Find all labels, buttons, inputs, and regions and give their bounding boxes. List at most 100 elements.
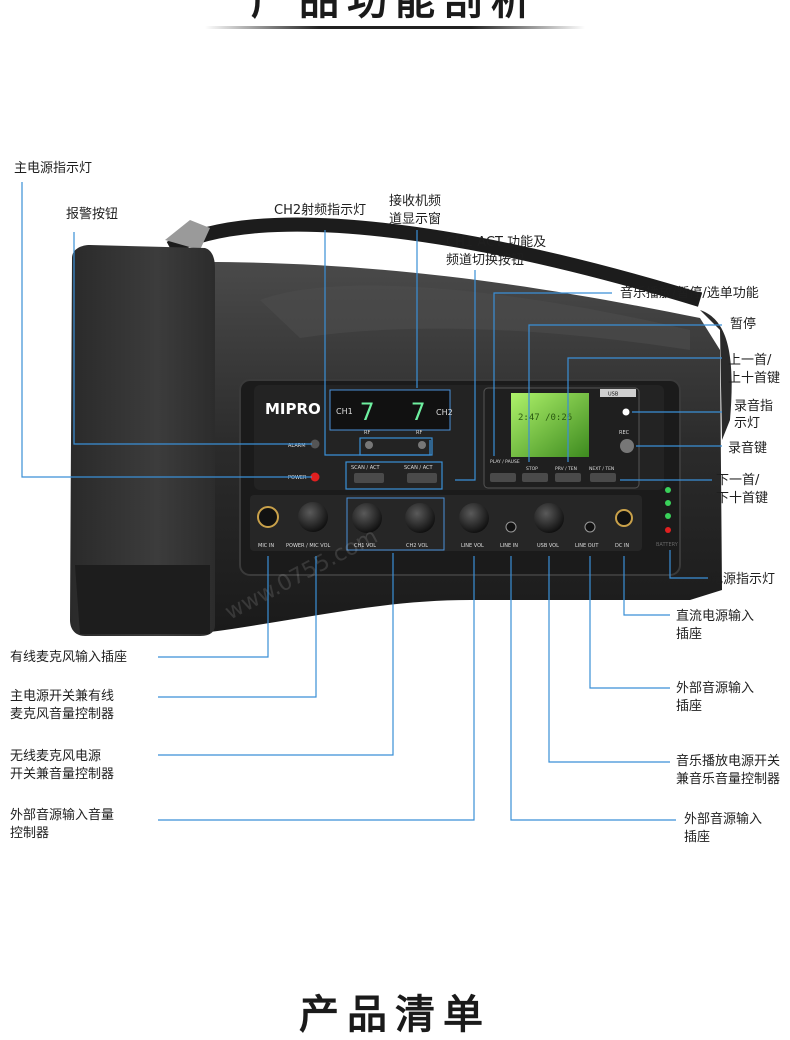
line-ch1-act — [455, 270, 476, 481]
line-dc-in — [623, 556, 670, 616]
ch1-scan-act-button[interactable] — [354, 473, 384, 483]
label-rec-led-1: 录音指 — [734, 399, 774, 414]
ch2-scan-act-button[interactable] — [407, 473, 437, 483]
usb-badge — [600, 389, 636, 397]
battery-label: BATTERY — [656, 542, 679, 548]
line-wireless — [158, 553, 394, 756]
rec-indicator-led — [622, 408, 630, 416]
line-line-out — [589, 556, 670, 689]
label-pause: 暂停 — [730, 317, 757, 332]
dc-in-jack[interactable] — [615, 509, 633, 527]
label-dc-in-2: 插座 — [676, 627, 703, 642]
stop-button[interactable] — [522, 473, 548, 482]
ch1-label: CH1 — [336, 407, 353, 416]
label-line-vol-2: 控制器 — [10, 826, 50, 841]
brand-logo: MIPRO — [265, 400, 321, 418]
title-underline — [205, 26, 585, 29]
line-play-pause — [493, 292, 612, 456]
next-button[interactable] — [590, 473, 616, 482]
label-usb-vol-1: 音乐播放电源开关 — [676, 754, 781, 769]
label-receiver-display-2: 道显示窗 — [389, 212, 442, 227]
label-line-vol-1: 外部音源输入音量 — [10, 808, 115, 823]
stop-label: STOP — [526, 466, 538, 472]
line-in-label: LINE IN — [500, 543, 518, 549]
label-wireless-2: 开关兼音量控制器 — [10, 767, 115, 782]
alarm-button[interactable] — [310, 439, 320, 449]
line-out-jack[interactable] — [584, 521, 596, 533]
scan-act-label-1: SCAN / ACT — [351, 465, 381, 471]
line-alarm-button — [73, 232, 312, 445]
battery-led-3 — [665, 513, 671, 519]
line-line-in — [510, 556, 676, 821]
next-ten-label: NEXT / TEN — [589, 466, 614, 472]
receiver-window — [329, 389, 451, 431]
label-ch2-rf-led: CH2射频指示灯 — [274, 203, 367, 218]
lcd-screen — [511, 393, 589, 457]
label-usb-vol-2: 兼音乐音量控制器 — [676, 772, 781, 787]
label-power-mic-1: 主电源开关兼有线 — [10, 689, 115, 704]
box-rf-leds — [359, 437, 433, 456]
box-scan-act — [345, 461, 443, 490]
rf-label-2: RF — [416, 430, 422, 436]
label-prev-1: 上一首/ — [728, 353, 772, 368]
label-play-pause-select: 音乐播放/暂停/选单功能 — [620, 286, 759, 301]
strap — [166, 217, 703, 307]
mic-in-jack[interactable] — [257, 506, 279, 528]
play-pause-label: PLAY / PAUSE — [490, 459, 520, 465]
play-pause-button[interactable] — [490, 473, 516, 482]
label-line-out-1: 外部音源输入 — [676, 681, 755, 696]
ch1-vol-knob[interactable] — [352, 503, 382, 533]
line-pause — [528, 324, 722, 462]
label-receiver-display-1: 接收机频 — [389, 194, 442, 209]
line-vol-knob[interactable] — [459, 503, 489, 533]
ch1-rf-led — [365, 441, 373, 449]
label-ch1-act-1: CH1 ACT 功能及 — [446, 235, 547, 250]
prev-button[interactable] — [555, 473, 581, 482]
label-wireless-1: 无线麦克风电源 — [10, 749, 102, 764]
speaker-horn — [70, 245, 215, 636]
label-rec-led-2: 示灯 — [734, 416, 761, 431]
battery-led-1 — [665, 487, 671, 493]
mic-in-label: MIC IN — [258, 543, 274, 549]
battery-led-2 — [665, 500, 671, 506]
power-label: POWER — [288, 475, 307, 481]
label-alarm-button: 报警按钮 — [66, 207, 119, 222]
body-edge — [700, 310, 732, 440]
label-next-1: 下一首/ — [716, 473, 760, 488]
line-mic-in — [158, 556, 269, 658]
ch2-label: CH2 — [436, 408, 453, 417]
label-line-out-2: 插座 — [676, 699, 703, 714]
rf-label-1: RF — [364, 430, 370, 436]
power-indicator-led — [665, 527, 671, 533]
alarm-label: ALARM — [288, 443, 306, 449]
usb-badge-text: USB — [608, 392, 619, 398]
rec-button[interactable] — [620, 439, 634, 453]
page-title: 产品功能剖析 — [251, 0, 539, 24]
label-power-mic-2: 麦克风音量控制器 — [10, 707, 115, 722]
line-prev — [567, 357, 722, 462]
line-in-jack[interactable] — [505, 521, 517, 533]
callout-lines — [21, 182, 722, 821]
label-line-in-1: 外部音源输入 — [684, 812, 763, 827]
power-mic-vol-knob[interactable] — [298, 502, 328, 532]
line-power-mic — [158, 556, 317, 698]
horn-rim — [75, 565, 210, 634]
wireless-vol-group — [346, 497, 445, 551]
main-power-led — [310, 472, 320, 482]
label-power-led: 电源指示灯 — [710, 572, 776, 587]
power-mic-vol-label: POWER / MIC VOL — [286, 543, 331, 549]
ch1-vol-label: CH1 VOL — [354, 543, 376, 549]
lcd-text: 2:47 /0:26 — [518, 413, 572, 423]
label-next-2: 下十首键 — [716, 491, 769, 506]
dc-in-label: DC IN — [615, 543, 629, 549]
usb-vol-knob[interactable] — [534, 503, 564, 533]
label-mic-in: 有线麦克风输入插座 — [10, 650, 128, 665]
ch2-vol-knob[interactable] — [405, 503, 435, 533]
line-power-led — [669, 550, 708, 579]
ch2-vol-label: CH2 VOL — [406, 543, 428, 549]
label-rec-key: 录音键 — [728, 441, 768, 456]
speaker-diagram: MIPRO CH1 CH2 7 7 RF RF ALARM POWER SCAN… — [21, 182, 732, 821]
rec-label: REC — [619, 430, 630, 436]
ch2-display: 7 — [411, 398, 425, 426]
label-prev-2: 上十首键 — [728, 371, 781, 386]
